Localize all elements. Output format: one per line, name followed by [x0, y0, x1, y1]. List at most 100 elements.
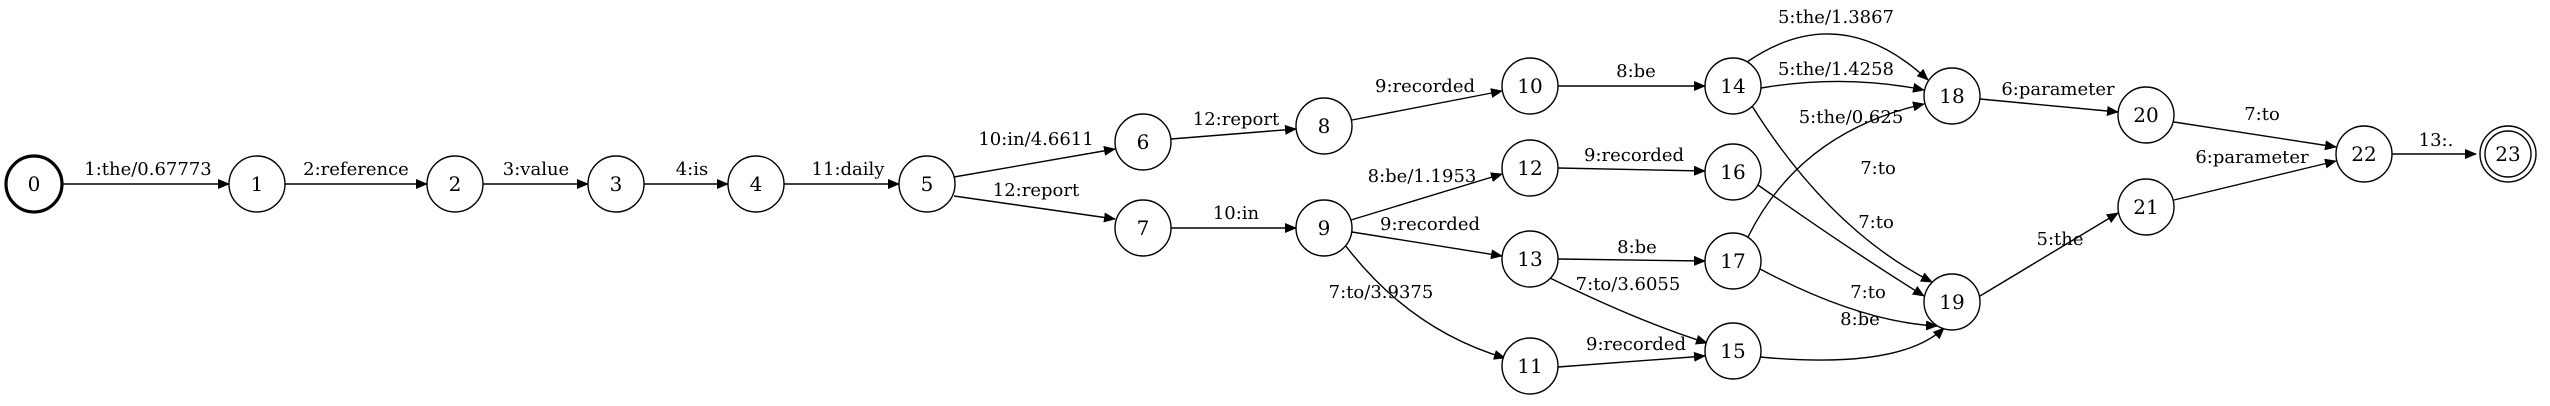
edge-label: 11:daily — [812, 159, 886, 180]
edge-label: 5:the/1.3867 — [1778, 7, 1894, 28]
state-node-1: 1 — [228, 155, 286, 213]
edge-label: 8:be — [1840, 309, 1880, 330]
edge-arrow — [1344, 244, 1506, 360]
edge-label: 8:be — [1616, 61, 1656, 82]
state-circle — [1704, 322, 1762, 380]
edge-19-21: 5:the — [1979, 212, 2119, 297]
edge-arrow — [1979, 98, 2119, 116]
state-node-16: 16 — [1704, 143, 1762, 201]
edge-3-4: 4:is — [644, 159, 729, 189]
state-circle — [727, 155, 785, 213]
edge-label: 9:recorded — [1586, 334, 1686, 355]
state-node-13: 13 — [1501, 230, 1559, 288]
edge-18-20: 6:parameter — [1979, 79, 2119, 116]
state-label: 0 — [28, 172, 41, 196]
edge-2-3: 3:value — [483, 159, 589, 189]
edge-7-9: 10:in — [1171, 203, 1297, 233]
edge-arrow — [1760, 80, 1925, 93]
state-label: 15 — [1720, 339, 1745, 363]
edge-13-17: 8:be — [1557, 237, 1706, 266]
state-node-23: 23 — [2479, 125, 2537, 183]
edge-label: 6:parameter — [2195, 147, 2309, 168]
edge-arrow — [1351, 231, 1503, 260]
state-label: 17 — [1720, 249, 1745, 273]
state-node-21: 21 — [2117, 178, 2175, 236]
edge-label: 4:is — [676, 159, 709, 180]
edge-arrow — [1746, 33, 1929, 81]
edge-label: 5:the/1.4258 — [1778, 59, 1894, 80]
state-node-18: 18 — [1923, 67, 1981, 125]
edge-label: 10:in — [1213, 203, 1260, 224]
state-circle — [1704, 143, 1762, 201]
edge-label: 12:report — [1193, 109, 1280, 130]
state-node-4: 4 — [727, 155, 785, 213]
state-label: 11 — [1517, 354, 1542, 378]
state-circle — [228, 155, 286, 213]
state-label: 2 — [449, 172, 462, 196]
edge-16-19: 7:to — [1757, 184, 1925, 297]
state-node-12: 12 — [1501, 139, 1559, 197]
edge-22-23: 13:. — [2392, 130, 2477, 159]
edge-arrow — [1747, 101, 1925, 238]
state-circle — [1114, 113, 1172, 171]
edge-label: 9:recorded — [1375, 76, 1475, 97]
state-label: 4 — [750, 172, 763, 196]
edge-17-19: 7:to — [1759, 268, 1938, 331]
state-circle — [2117, 86, 2175, 144]
state-label: 12 — [1517, 156, 1542, 180]
edge-arrow — [1757, 184, 1925, 297]
edge-label: 13:. — [2419, 130, 2454, 151]
edge-9-12: 8:be/1.1953 — [1350, 166, 1503, 221]
state-node-10: 10 — [1501, 57, 1559, 115]
edge-label: 9:recorded — [1584, 145, 1684, 166]
edge-arrow — [2173, 158, 2337, 201]
edge-16-18: 5:the/1.4258 — [1760, 59, 1925, 93]
edge-9-11: 7:to/3.9375 — [1329, 244, 1506, 360]
state-label: 3 — [610, 172, 623, 196]
state-label: 23 — [2495, 142, 2520, 166]
state-circle — [587, 155, 645, 213]
edge-arrow — [1759, 327, 1945, 361]
edge-arrow — [1979, 212, 2119, 297]
state-label: 13 — [1517, 247, 1542, 271]
edge-label: 9:recorded — [1380, 214, 1480, 235]
state-node-0: 0 — [4, 154, 64, 214]
edge-arrow — [1557, 351, 1706, 368]
state-circle — [1501, 139, 1559, 197]
state-label: 7 — [1137, 216, 1150, 240]
state-node-15: 15 — [1704, 322, 1762, 380]
edge-11-15: 9:recorded — [1557, 334, 1706, 368]
edge-10-14: 8:be — [1558, 61, 1706, 91]
edge-arrow — [953, 195, 1116, 223]
state-circle — [1295, 199, 1353, 257]
edge-15-19: 8:be — [1759, 309, 1945, 361]
edge-17-18: 5:the/0.625 — [1747, 101, 1925, 238]
edge-label: 12:report — [993, 180, 1080, 201]
state-circle — [1501, 57, 1559, 115]
edge-4-5: 11:daily — [784, 159, 900, 189]
state-circle — [4, 154, 64, 214]
edge-arrow — [1557, 165, 1706, 176]
edge-label: 8:be/1.1953 — [1368, 166, 1477, 187]
state-circle — [1704, 232, 1762, 290]
edge-label: 7:to/3.6055 — [1576, 274, 1681, 295]
state-circle — [1501, 337, 1559, 395]
edge-arrow — [1170, 124, 1297, 140]
state-circle — [1295, 97, 1353, 155]
state-label: 5 — [921, 172, 934, 196]
edge-label: 2:reference — [303, 159, 409, 180]
edge-arrow — [1350, 172, 1503, 221]
edge-8-10: 9:recorded — [1351, 76, 1503, 121]
edge-21-22: 6:parameter — [2173, 147, 2337, 201]
state-label: 16 — [1720, 160, 1745, 184]
state-circle — [1501, 230, 1559, 288]
state-circle — [1923, 67, 1981, 125]
edge-label: 5:the/0.625 — [1799, 107, 1904, 128]
edge-label: 7:to — [1860, 158, 1896, 179]
edge-label: 3:value — [503, 159, 569, 180]
state-circle — [426, 155, 484, 213]
edge-6-8: 12:report — [1170, 109, 1297, 140]
state-node-14: 14 — [1704, 57, 1762, 115]
